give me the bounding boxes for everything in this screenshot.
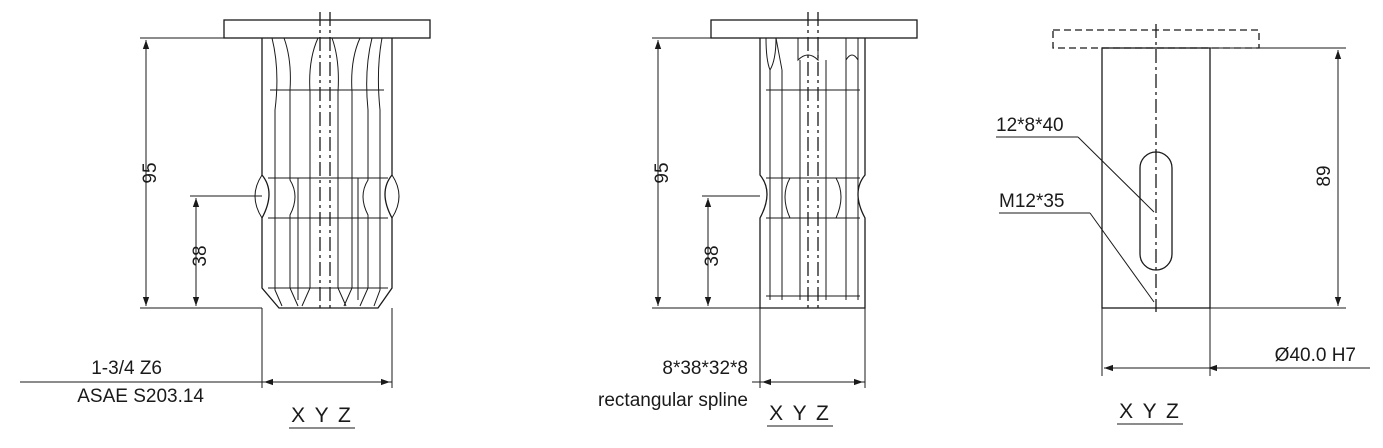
slot-callout-label: 12*8*40 — [996, 115, 1064, 136]
width-label: X Y Z — [769, 402, 831, 425]
dim-89-label: 89 — [1314, 165, 1335, 186]
dim-38-label: 38 — [702, 245, 723, 266]
dimension-bore: Ø40.0 H7 X Y Z — [1101, 308, 1370, 425]
dimension-width: X Y Z — [20, 308, 393, 429]
dim-95-label: 95 — [652, 162, 673, 183]
view-3-bore: 89 12*8*40 M12*35 Ø40.0 H7 X Y Z — [996, 24, 1370, 425]
flange — [223, 19, 431, 39]
spline-teeth — [765, 37, 860, 300]
spline-spec-line-1: 1-3/4 Z6 — [91, 358, 162, 379]
dimension-lower-height: 38 — [702, 195, 760, 306]
dimension-overall-height: 95 — [652, 37, 760, 309]
thread-callout-label: M12*35 — [999, 191, 1065, 212]
view-2-rectangular-spline: 95 38 X Y Z 8*38*32*8 rectangular spline — [598, 12, 918, 427]
callout-slot: 12*8*40 — [996, 115, 1155, 213]
spline-spec-line-2: ASAE S203.14 — [77, 386, 204, 407]
bore-label: Ø40.0 H7 — [1275, 345, 1356, 366]
dimension-height: 89 — [1210, 47, 1346, 309]
flange — [710, 19, 918, 39]
width-label: X Y Z — [1119, 400, 1181, 423]
view-1-splined-shaft: 95 38 X Y Z 1-3/4 Z6 ASAE S203.14 — [20, 12, 431, 429]
dimension-width: X Y Z — [752, 308, 866, 427]
dimension-overall-height: 95 — [140, 37, 262, 309]
dim-95-label: 95 — [140, 162, 161, 183]
dim-38-label: 38 — [190, 245, 211, 266]
spline-spec-line-2: rectangular spline — [598, 390, 748, 411]
shaft-body — [759, 38, 866, 309]
width-label: X Y Z — [291, 404, 353, 427]
spline-teeth — [254, 37, 400, 307]
dimension-lower-height: 38 — [190, 195, 262, 306]
callout-thread: M12*35 — [999, 191, 1155, 303]
key-slot — [1139, 151, 1173, 271]
shaft-body — [261, 38, 393, 309]
spline-spec-line-1: 8*38*32*8 — [662, 358, 748, 379]
